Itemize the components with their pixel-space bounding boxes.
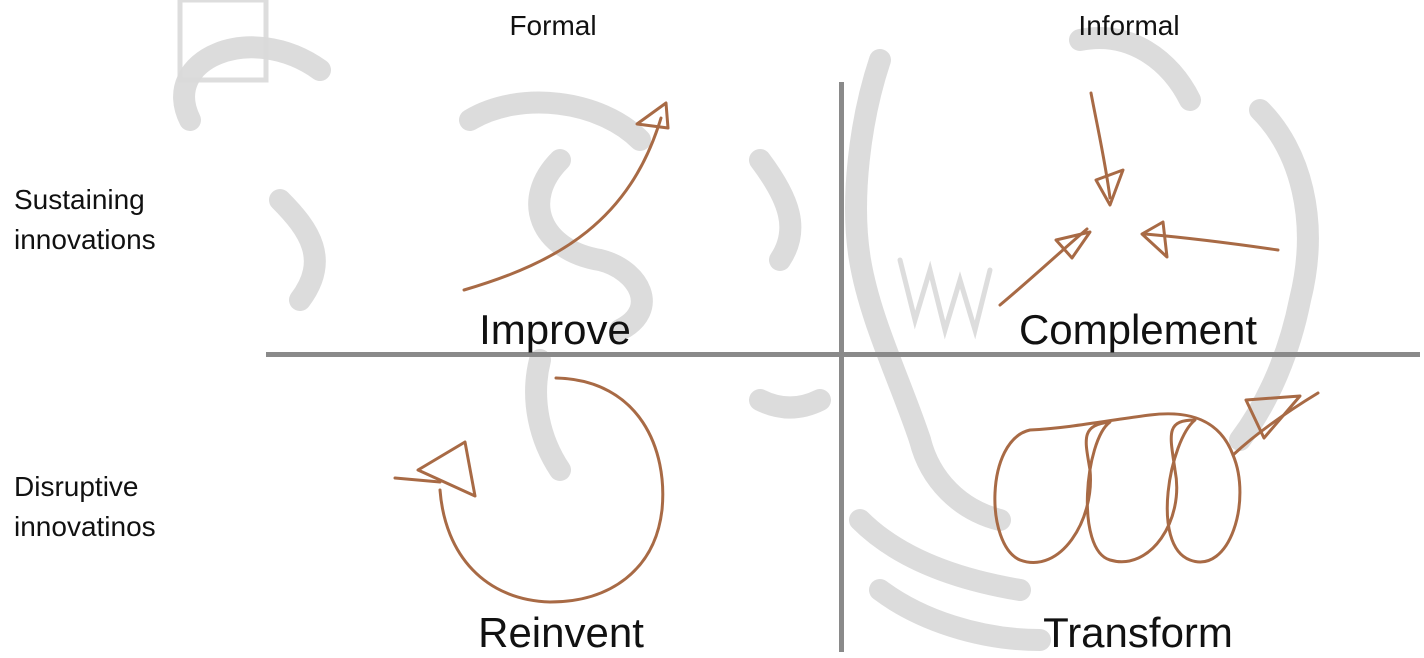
circular-arrow-icon [393, 376, 665, 604]
quadrant-label-improve: Improve [479, 306, 631, 353]
quadrant-label-reinvent: Reinvent [478, 609, 644, 656]
row-header-disruptive-line2: innovatinos [14, 511, 156, 542]
vertical-divider [839, 82, 844, 652]
row-header-sustaining: Sustaining innovations [14, 180, 156, 260]
quadrant-label-complement: Complement [1018, 306, 1258, 353]
column-header-informal: Informal [1078, 10, 1180, 41]
row-header-sustaining-line1: Sustaining [14, 184, 145, 215]
column-header-formal: Formal [509, 10, 597, 41]
horizontal-divider [266, 352, 1420, 357]
curved-arrow-up-right-icon [462, 101, 670, 292]
row-header-disruptive-line1: Disruptive [14, 471, 139, 502]
row-header-sustaining-line2: innovations [14, 224, 156, 255]
converging-arrows-icon [998, 91, 1280, 307]
quadrant-label-transform: Transform [1043, 609, 1233, 656]
row-header-disruptive: Disruptive innovatinos [14, 467, 156, 547]
looping-spiral-arrow-icon [993, 391, 1320, 564]
